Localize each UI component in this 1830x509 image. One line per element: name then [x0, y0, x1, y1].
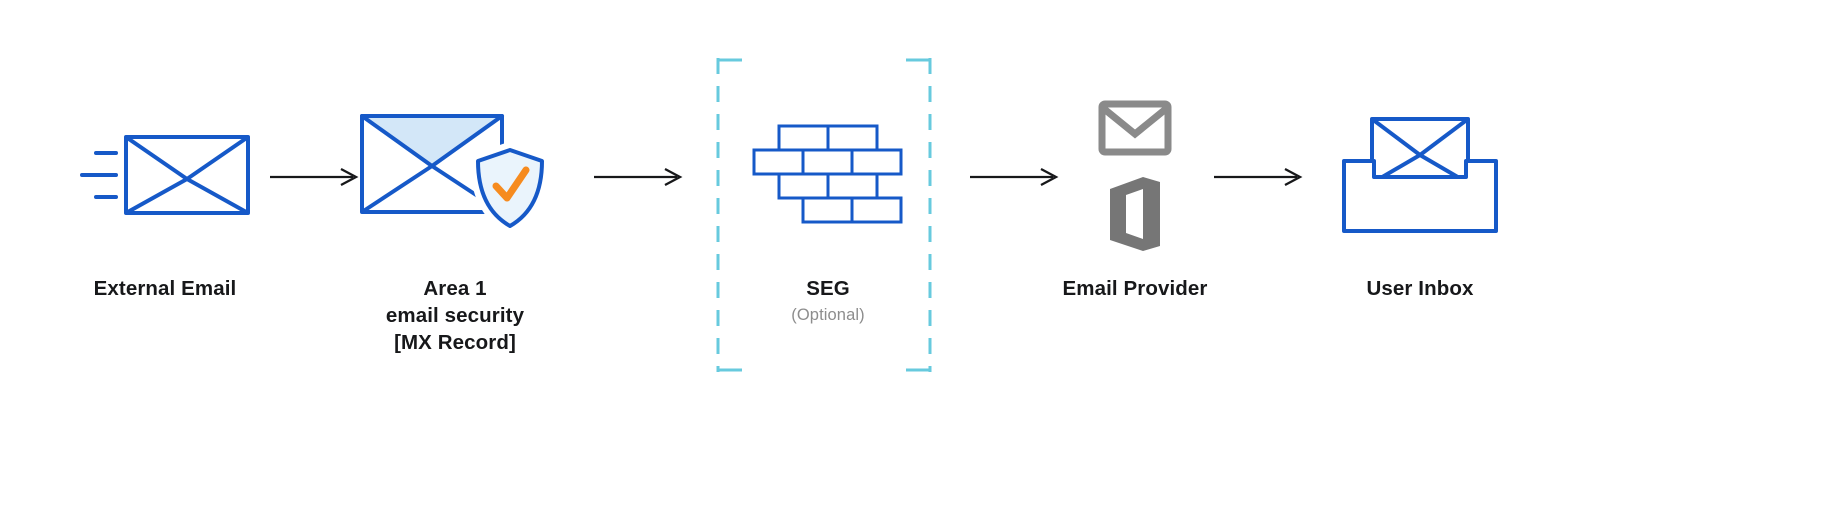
area1-icon-wrap [360, 80, 550, 275]
flow-arrow-2 [592, 166, 684, 188]
user-inbox-icon-wrap [1340, 80, 1500, 275]
gmail-icon [1098, 100, 1172, 161]
envelope-shield-check-icon [360, 110, 550, 245]
flow-arrow-3 [968, 166, 1060, 188]
node-user-inbox: User Inbox [1310, 80, 1530, 302]
firewall-brick-wall-icon [752, 124, 904, 231]
office-icon [1104, 176, 1166, 256]
label-line: [MX Record] [394, 331, 516, 354]
label-line: SEG [806, 277, 850, 300]
label-line: Email Provider [1062, 277, 1208, 300]
seg-icon-wrap [752, 80, 904, 275]
flow-arrow-4 [1212, 166, 1304, 188]
speed-envelope-icon [80, 135, 250, 220]
label-line: External Email [93, 277, 237, 300]
area1-label: Area 1 email security [MX Record] [386, 275, 524, 356]
node-area1-email-security: Area 1 email security [MX Record] [325, 80, 585, 356]
label-line: Area 1 [423, 277, 487, 300]
node-seg: SEG (Optional) [718, 80, 938, 327]
email-provider-label: Email Provider [1063, 275, 1208, 302]
node-email-provider: Email Provider [1015, 80, 1255, 302]
external-email-icon-wrap [80, 80, 250, 275]
seg-optional-dashed-frame [716, 58, 932, 372]
external-email-label: External Email [94, 275, 237, 302]
flow-arrow-1 [268, 166, 360, 188]
label-line: email security [385, 304, 525, 327]
user-inbox-label: User Inbox [1367, 275, 1474, 302]
label-line: User Inbox [1366, 277, 1474, 300]
node-external-email: External Email [45, 80, 285, 302]
seg-optional-sublabel: (Optional) [791, 306, 865, 324]
inbox-tray-envelope-icon [1340, 115, 1500, 240]
seg-label: SEG (Optional) [791, 275, 864, 327]
email-provider-icon-wrap [1098, 80, 1172, 275]
